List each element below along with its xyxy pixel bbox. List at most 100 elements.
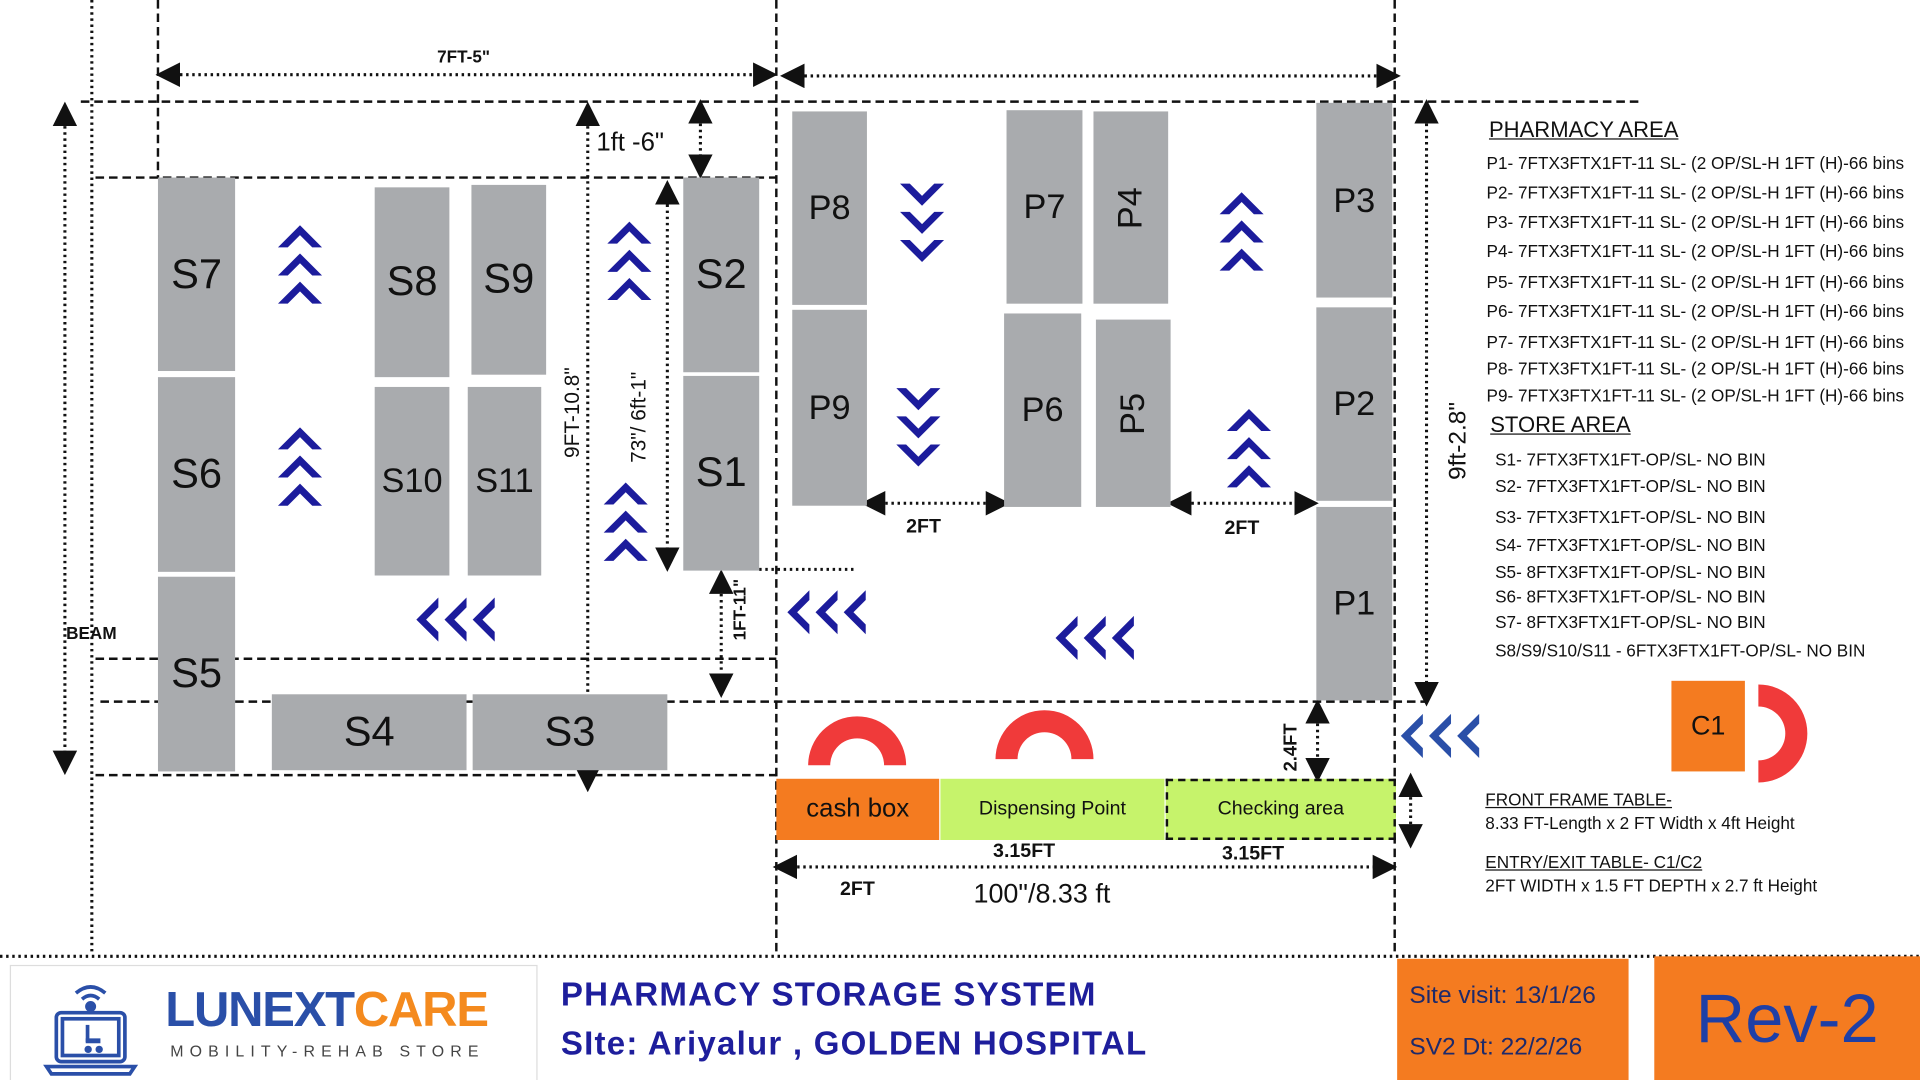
chair-arc-icon: [995, 710, 1094, 760]
shelf-s10: S10: [374, 386, 450, 576]
shelf-label: P2: [1333, 384, 1376, 423]
chevron-down-icon: [896, 388, 941, 467]
chevron-up-icon: [277, 225, 323, 304]
sv2-date: SV2 Dt: 22/2/26: [1409, 1033, 1583, 1061]
chevron-left-icon: [1055, 615, 1134, 661]
dim-checking: 3.15FT: [1222, 843, 1285, 865]
store-legend-item: S1- 7FTX3FTX1FT-OP/SL- NO BIN: [1495, 449, 1766, 469]
shelf-label: P9: [808, 388, 851, 427]
dim-s1-s2-height: 73"/ 6ft-1": [626, 371, 651, 463]
dim-top-width: 7FT-5": [437, 46, 491, 67]
dim-cashbox: 2FT: [840, 879, 875, 901]
dim-total-length: 100"/8.33 ft: [973, 877, 1111, 909]
shelf-s11: S11: [467, 386, 542, 576]
revision-label: Rev-2: [1695, 979, 1879, 1057]
front-table-desc: 8.33 FT-Length x 2 FT Width x 4ft Height: [1485, 813, 1795, 833]
chevron-up-icon: [603, 482, 648, 561]
dim-gap-top: 1ft -6": [596, 128, 665, 157]
shelf-label: S1: [695, 449, 747, 496]
shelf-p3: P3: [1316, 102, 1393, 298]
dim-aisle-right: 2FT: [1224, 517, 1260, 539]
checking-area: Checking area: [1165, 778, 1396, 841]
dim-dispensing: 3.15FT: [993, 841, 1056, 863]
pharmacy-legend-item: P2- 7FTX3FTX1FT-11 SL- (2 OP/SL-H 1FT (H…: [1486, 182, 1905, 203]
shelf-label: S3: [544, 708, 596, 755]
logo: LUNEXTCARE MOBILITY-REHAB STORE: [9, 964, 538, 1080]
revision-box: Rev-2: [1654, 956, 1920, 1080]
pharmacy-legend-item: P8- 7FTX3FTX1FT-11 SL- (2 OP/SL-H 1FT (H…: [1486, 358, 1905, 379]
laptop-wheelchair-icon: [43, 985, 139, 1076]
shelf-label: S2: [695, 251, 747, 298]
store-legend-item: S7- 8FTX3FTX1FT-OP/SL- NO BIN: [1495, 612, 1766, 632]
shelf-label: S7: [171, 250, 222, 297]
shelf-s5: S5: [157, 576, 236, 772]
shelf-label: P6: [1021, 390, 1064, 429]
store-legend-item: S8/S9/S10/S11 - 6FTX3FTX1FT-OP/SL- NO BI…: [1495, 640, 1866, 661]
chair-arc-icon: [808, 716, 907, 766]
entry-table-desc: 2FT WIDTH x 1.5 FT DEPTH x 2.7 ft Height: [1485, 875, 1818, 896]
shelf-label: P8: [808, 188, 851, 227]
pharmacy-legend-item: P3- 7FTX3FTX1FT-11 SL- (2 OP/SL-H 1FT (H…: [1486, 211, 1905, 232]
chevron-up-icon: [607, 221, 652, 301]
shelf-label: S10: [381, 461, 443, 500]
project-site: SIte: Ariyalur , GOLDEN HOSPITAL: [560, 1024, 1148, 1062]
shelf-p6: P6: [1004, 313, 1082, 507]
chevron-up-icon: [277, 427, 323, 506]
shelf-s7: S7: [157, 177, 236, 372]
shelf-label: S5: [171, 650, 222, 697]
shelf-label: S4: [343, 708, 395, 755]
front-table-title: FRONT FRAME TABLE-: [1485, 789, 1673, 810]
pharmacy-legend-item: P5- 7FTX3FTX1FT-11 SL- (2 OP/SL-H 1FT (H…: [1486, 271, 1905, 292]
shelf-p1: P1: [1316, 506, 1393, 701]
chevron-down-icon: [900, 183, 945, 263]
dim-aisle-left: 2FT: [906, 516, 941, 538]
beam-label: BEAM: [66, 623, 117, 643]
shelf-label: P3: [1333, 180, 1376, 219]
dispensing-point: Dispensing Point: [940, 778, 1165, 841]
dim-s1-gap: 1FT-11": [729, 578, 750, 641]
shelf-label: P5: [1113, 392, 1152, 435]
dim-front-gap: 2.4FT: [1280, 723, 1302, 772]
logo-brand-b: CARE: [353, 983, 489, 1038]
shelf-label: S11: [475, 461, 534, 500]
dim-right-height: 9ft-2.8": [1444, 401, 1472, 481]
store-legend-item: S2- 7FTX3FTX1FT-OP/SL- NO BIN: [1495, 476, 1766, 496]
project-title: PHARMACY STORAGE SYSTEM: [560, 975, 1097, 1013]
shelf-label: S6: [171, 450, 222, 498]
store-legend-item: S5- 8FTX3FTX1FT-OP/SL- NO BIN: [1495, 562, 1766, 582]
shelf-label: S8: [386, 258, 438, 305]
logo-brand-a: LUNEXT: [165, 983, 355, 1038]
shelf-label: P4: [1111, 186, 1150, 229]
dispensing-label: Dispensing Point: [978, 798, 1126, 820]
pharmacy-legend-item: P6- 7FTX3FTX1FT-11 SL- (2 OP/SL-H 1FT (H…: [1486, 301, 1905, 321]
shelf-s8: S8: [374, 187, 450, 378]
pharmacy-legend-item: P4- 7FTX3FTX1FT-11 SL- (2 OP/SL-H 1FT (H…: [1486, 241, 1905, 261]
chevron-up-icon: [1226, 408, 1272, 488]
store-legend-item: S3- 7FTX3FTX1FT-OP/SL- NO BIN: [1495, 506, 1766, 527]
shelf-label: P7: [1023, 187, 1066, 226]
shelf-p2: P2: [1316, 307, 1393, 501]
logo-wordmark: LUNEXTCARE: [165, 983, 489, 1038]
entry-table-c1: C1: [1671, 680, 1745, 772]
pharmacy-area-heading: PHARMACY AREA: [1488, 117, 1679, 143]
shelf-s2: S2: [683, 177, 760, 373]
shelf-p8: P8: [792, 111, 867, 305]
cash-box-label: cash box: [806, 794, 910, 823]
pharmacy-legend-item: P7- 7FTX3FTX1FT-11 SL- (2 OP/SL-H 1FT (H…: [1486, 331, 1905, 352]
entry-table-title: ENTRY/EXIT TABLE- C1/C2: [1485, 852, 1703, 872]
logo-tagline: MOBILITY-REHAB STORE: [170, 1042, 485, 1061]
shelf-p4: P4: [1093, 111, 1169, 304]
shelf-s3: S3: [472, 694, 668, 771]
store-legend-item: S4- 7FTX3FTX1FT-OP/SL- NO BIN: [1495, 535, 1766, 555]
shelf-s9: S9: [471, 184, 547, 375]
checking-label: Checking area: [1217, 798, 1344, 820]
shelf-p5: P5: [1095, 319, 1171, 507]
chevron-left-icon: [1400, 713, 1480, 758]
shelf-label: S9: [483, 255, 535, 303]
chevron-left-icon: [787, 590, 866, 635]
shelf-label: P1: [1333, 584, 1376, 623]
chevron-arrows: [277, 183, 1480, 758]
cash-box: cash box: [776, 778, 940, 841]
